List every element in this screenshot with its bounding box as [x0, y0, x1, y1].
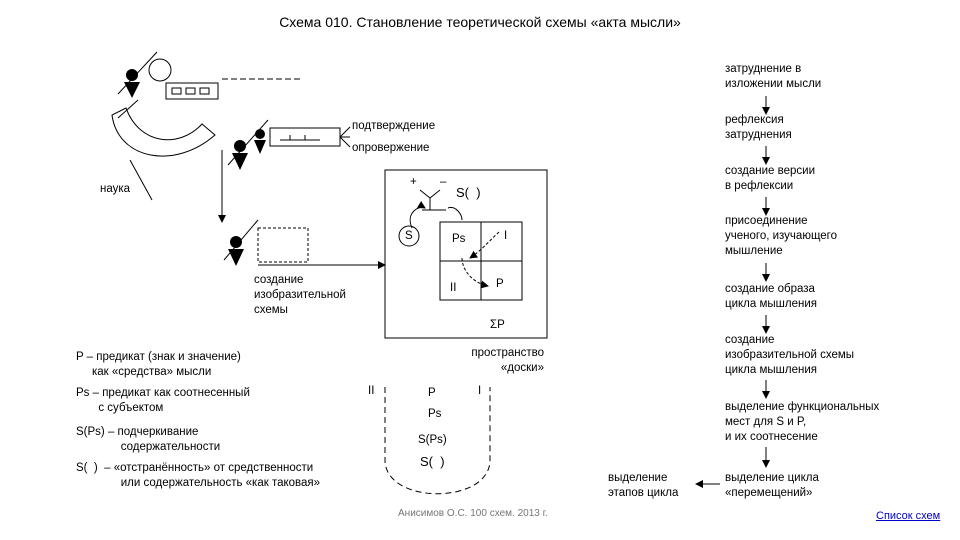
sigma-p-label: ΣP: [490, 319, 505, 331]
step-8: выделение цикла «перемещений»: [725, 472, 819, 499]
s-blank-label: S( ): [456, 185, 481, 200]
roman-2-label: II: [450, 282, 457, 294]
legend-item: Ps – предикат как соотнесенный с субъект…: [76, 387, 250, 414]
refutation-label: опровержение: [352, 142, 430, 154]
thought-bubble-icon: [148, 58, 172, 82]
board-frame: [384, 169, 548, 339]
dashed-image-box: [257, 227, 309, 263]
confirmation-label: подтверждение: [352, 120, 436, 132]
credit-text: Анисимов О.С. 100 схем. 2013 г.: [398, 508, 548, 519]
step-2: рефлексия затруднения: [725, 114, 792, 141]
bowl-shape: [111, 107, 216, 157]
creation-image-label: создание изобразительной схемы: [254, 274, 346, 316]
roman-1-label: I: [504, 230, 508, 242]
u-s-blank: S( ): [420, 454, 445, 469]
step-4: присоединение ученого, изучающего мышлен…: [725, 215, 838, 257]
person-top-icon: [124, 69, 140, 98]
step-6: создание изобразительной схемы цикла мыш…: [725, 334, 855, 376]
u-roman-1: I: [478, 385, 482, 397]
legend-item: S(Ps) – подчеркивание содержательности: [76, 426, 221, 453]
s-circle: [398, 225, 420, 247]
stage-label: выделение этапов цикла: [608, 472, 679, 499]
step-3: создание версии в рефлексии: [725, 165, 816, 192]
step-7: выделение функциональных мест для S и P,…: [725, 401, 880, 443]
page-title: Схема 010. Становление теоретической схе…: [279, 14, 681, 30]
step-1: затруднение в изложении мысли: [725, 63, 822, 90]
plus-sign: +: [410, 176, 417, 188]
person-middle-icon: [232, 129, 266, 170]
u-shape: [384, 387, 491, 495]
step-arrows: [695, 96, 770, 488]
s-label: S: [405, 230, 413, 242]
board-space-label: пространство «доски»: [471, 347, 544, 374]
step-5: создание образа цикла мышления: [725, 283, 817, 310]
u-sps: S(Ps): [418, 434, 447, 446]
u-p: P: [428, 387, 436, 399]
sign-box: [165, 82, 219, 100]
ps-label: Ps: [452, 233, 466, 245]
u-ps: Ps: [428, 408, 442, 420]
person-lower-icon: [228, 236, 244, 266]
p-label: P: [496, 278, 504, 290]
fork-icon: [419, 189, 441, 210]
legend-item: P – предикат (знак и значение) как «сред…: [76, 351, 241, 378]
minus-sign: –: [440, 176, 447, 188]
schemes-list-link[interactable]: Список схем: [876, 510, 941, 522]
science-label: наука: [100, 183, 131, 195]
legend-item: S( ) – «отстранённость» от средственност…: [76, 462, 321, 489]
u-roman-2: II: [368, 385, 375, 397]
